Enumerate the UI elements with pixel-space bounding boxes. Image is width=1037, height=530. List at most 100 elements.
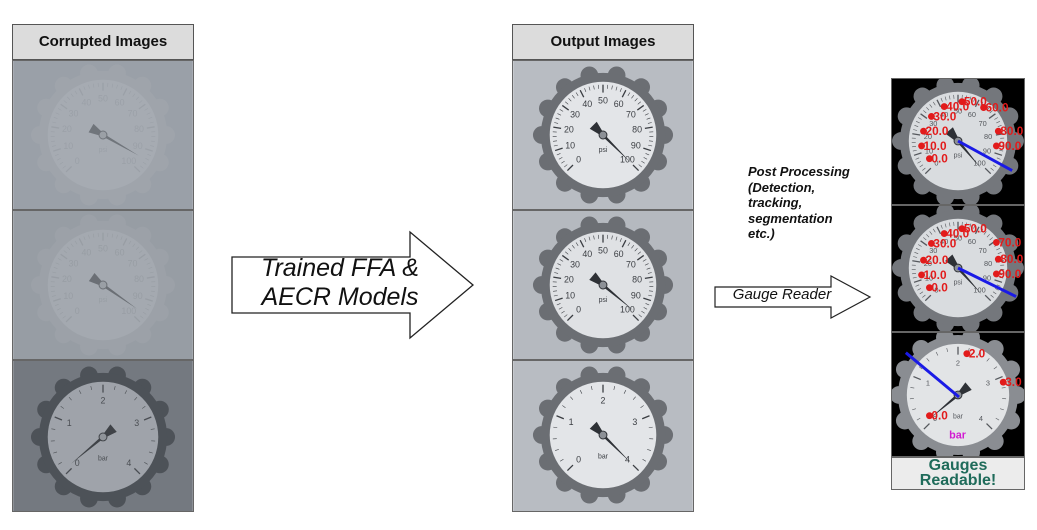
scale-tick-label: 4 bbox=[126, 458, 131, 468]
detection-dot bbox=[958, 98, 966, 106]
gauge-reader-label: Gauge Reader bbox=[732, 286, 832, 303]
model-arrow-label: Trained FFA & AECR Models bbox=[240, 254, 440, 312]
needle-hub bbox=[598, 280, 608, 290]
unit-label: psi bbox=[599, 147, 608, 154]
scale-tick-label: 90 bbox=[983, 146, 991, 155]
detection-label: 20.0 bbox=[926, 124, 949, 138]
gauges-readable-line-2: Readable! bbox=[919, 472, 997, 489]
scale-tick-label: 1 bbox=[569, 417, 574, 427]
scale-tick-label: 30 bbox=[929, 246, 937, 255]
scale-tick-label: 2 bbox=[601, 395, 606, 405]
scale-tick-label: 0 bbox=[75, 458, 80, 468]
gauge-needle bbox=[945, 254, 982, 295]
detection-label: 0.0 bbox=[931, 281, 948, 295]
detection-label: 30.0 bbox=[933, 236, 956, 250]
scale-tick-label: 80 bbox=[984, 259, 992, 268]
detection-dot bbox=[992, 142, 1000, 150]
unit-label: psi bbox=[954, 280, 963, 287]
unit-label: bar bbox=[598, 454, 609, 461]
scale-tick-label: 80 bbox=[984, 132, 992, 141]
scale-tick-label: 4 bbox=[979, 414, 983, 423]
detection-label: 3.0 bbox=[1005, 375, 1022, 389]
detection-dot bbox=[926, 412, 933, 420]
detection-label: 20.0 bbox=[926, 253, 949, 267]
scale-tick-label: 0 bbox=[933, 414, 937, 423]
model-arrow-line-1: Trained FFA & bbox=[261, 254, 419, 282]
scale-tick-label: 10 bbox=[925, 273, 933, 282]
scale-tick-label: 2 bbox=[101, 395, 106, 405]
detected-needle-line bbox=[957, 266, 1017, 298]
corrupted-images-header: Corrupted Images bbox=[12, 24, 194, 60]
output-images-header: Output Images bbox=[512, 24, 694, 60]
scale-tick-label: 90 bbox=[983, 273, 991, 282]
post-processing-line-1: Post Processing bbox=[748, 164, 850, 179]
gauges-readable-line-1: Gauges bbox=[928, 457, 988, 474]
detected-needle-line bbox=[904, 351, 960, 399]
detection-dot bbox=[963, 350, 971, 358]
scale-tick-label: 80 bbox=[632, 275, 642, 285]
gauges-readable-label: Gauges Readable! bbox=[891, 457, 1025, 490]
scale-tick-label: 0 bbox=[576, 454, 581, 464]
detection-label: 80.0 bbox=[1000, 124, 1023, 138]
scale-tick-label: 0 bbox=[934, 159, 938, 168]
detection-dot bbox=[940, 230, 948, 238]
gauge-needle bbox=[929, 382, 972, 420]
scale-tick-label: 50 bbox=[954, 233, 962, 242]
scale-tick-label: 70 bbox=[626, 110, 636, 120]
scale-tick-label: 100 bbox=[973, 286, 985, 295]
scale-tick-label: 10 bbox=[565, 141, 575, 151]
detection-label: 90.0 bbox=[998, 267, 1021, 281]
scale-tick-label: 60 bbox=[968, 110, 976, 119]
detection-dot bbox=[992, 270, 1000, 278]
detection-dot bbox=[940, 103, 948, 111]
scale-tick-label: 30 bbox=[929, 119, 937, 128]
detection-dot bbox=[920, 127, 927, 135]
detection-label: 60.0 bbox=[986, 100, 1009, 114]
detection-dot bbox=[920, 256, 927, 264]
unit-label: psi bbox=[954, 153, 963, 160]
detection-label: 2.0 bbox=[969, 347, 986, 361]
detection-dot bbox=[927, 239, 935, 247]
detection-dot bbox=[999, 378, 1007, 386]
scale-tick-label: 1 bbox=[926, 379, 930, 388]
detection-label: 80.0 bbox=[1000, 252, 1023, 266]
gauge-reader-arrow bbox=[714, 274, 872, 320]
model-arrow bbox=[231, 230, 475, 340]
scale-tick-label: 100 bbox=[973, 159, 985, 168]
detection-label: 10.0 bbox=[924, 139, 947, 153]
scale-tick-label: 60 bbox=[968, 237, 976, 246]
scale-tick-label: 0 bbox=[934, 286, 938, 295]
unit-label: bar bbox=[98, 456, 109, 463]
detection-dot bbox=[926, 284, 933, 292]
detection-dot bbox=[992, 238, 1000, 246]
detection-label: 0.0 bbox=[931, 409, 948, 423]
detection-dot bbox=[958, 225, 966, 233]
scale-tick-label: 0 bbox=[576, 154, 581, 164]
detection-label: 50.0 bbox=[964, 222, 987, 236]
gauge-needle bbox=[945, 127, 981, 169]
scale-tick-label: 0 bbox=[576, 304, 581, 314]
scale-tick-label: 10 bbox=[925, 146, 933, 155]
scale-tick-label: 50 bbox=[598, 245, 608, 255]
scale-tick-label: 50 bbox=[954, 106, 962, 115]
scale-tick-label: 10 bbox=[565, 291, 575, 301]
detection-dot bbox=[918, 142, 926, 150]
scale-tick-label: 40 bbox=[940, 110, 948, 119]
post-processing-line-5: etc.) bbox=[748, 226, 775, 241]
post-processing-line-2: (Detection, bbox=[748, 179, 816, 195]
detection-dot bbox=[994, 255, 1002, 263]
unit-label: bar bbox=[953, 414, 964, 421]
scale-tick-label: 50 bbox=[598, 95, 608, 105]
detection-label: 10.0 bbox=[924, 268, 947, 282]
